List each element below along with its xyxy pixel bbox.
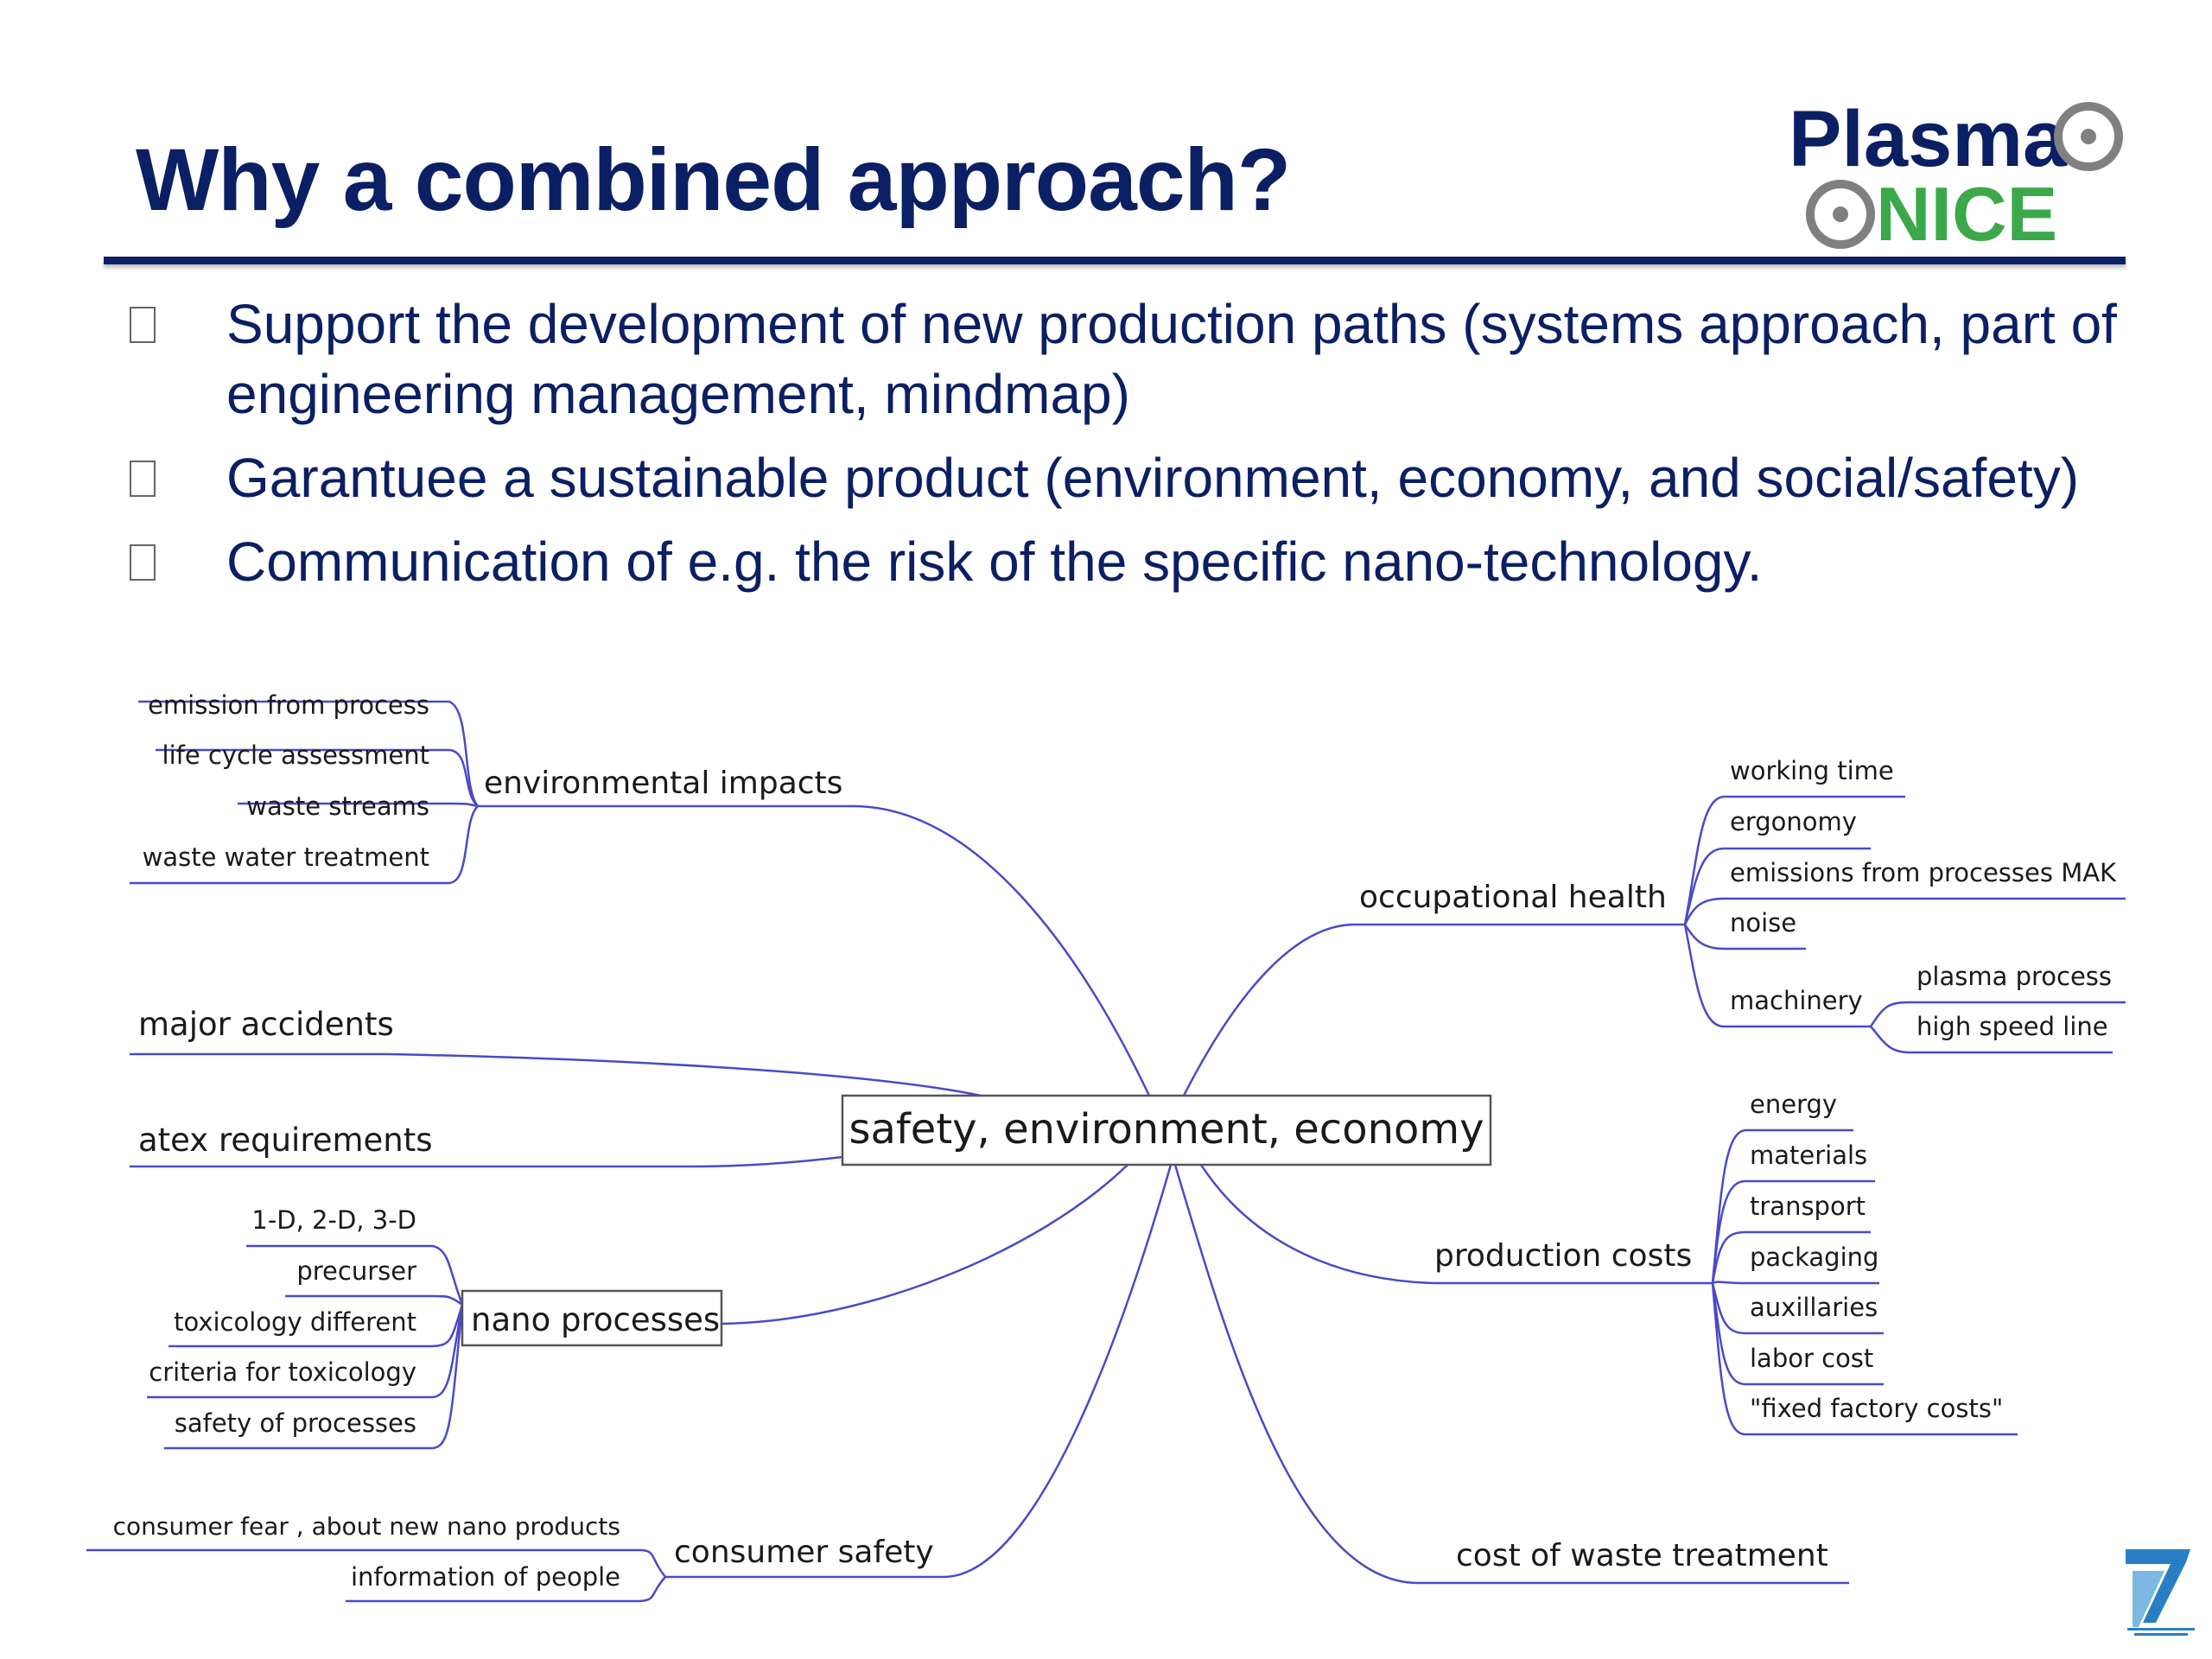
- leaf-label: 1-D, 2-D, 3-D: [251, 1205, 416, 1235]
- leaf-label: toxicology different: [174, 1307, 416, 1337]
- logo-ring-icon: [1806, 180, 1875, 249]
- leaf-label: auxillaries: [1750, 1293, 1878, 1322]
- node-major-accidents: major accidents: [138, 1006, 394, 1043]
- leaf-label: precurser: [296, 1256, 416, 1286]
- leaf-label: labor cost: [1750, 1344, 1873, 1373]
- fp7-logo-icon: [2126, 1549, 2195, 1636]
- leaf-label: emission from process: [148, 690, 429, 720]
- checkbox-square-icon: [130, 544, 156, 581]
- leaf-label: plasma process: [1916, 962, 2112, 991]
- leaf-label: waste water treatment: [143, 842, 429, 872]
- bullet-list: Support the development of new productio…: [130, 289, 2117, 611]
- node-consumer-safety: consumer safety: [674, 1535, 934, 1570]
- leaf-label: waste streams: [246, 791, 429, 821]
- node-nano-processes: nano processes: [461, 1289, 723, 1347]
- logo-line2: NICE: [1876, 171, 2057, 257]
- bullet-item: Communication of e.g. the risk of the sp…: [130, 527, 2117, 597]
- leaf-label: energy: [1750, 1090, 1837, 1119]
- bullet-text: Communication of e.g. the risk of the sp…: [226, 531, 1763, 593]
- leaf-label: ergonomy: [1730, 807, 1857, 836]
- logo-ring-icon: [2054, 102, 2123, 171]
- bullet-text: Garantuee a sustainable product (environ…: [226, 447, 2079, 509]
- bullet-item: Garantuee a sustainable product (environ…: [130, 443, 2117, 513]
- leaf-label: "fixed factory costs": [1750, 1394, 2003, 1423]
- leaf-label: emissions from processes MAK: [1730, 858, 2117, 887]
- leaf-label: materials: [1750, 1141, 1867, 1170]
- node-environmental-impacts: environmental impacts: [484, 766, 842, 801]
- checkbox-square-icon: [130, 307, 156, 343]
- leaf-label: noise: [1730, 908, 1796, 938]
- leaf-label: life cycle assessment: [162, 741, 429, 770]
- leaf-label: transport: [1750, 1192, 1866, 1221]
- node-atex-requirements: atex requirements: [138, 1122, 433, 1159]
- leaf-label: consumer fear , about new nano products: [113, 1512, 620, 1541]
- leaf-label: working time: [1730, 756, 1894, 785]
- leaf-label: machinery: [1730, 986, 1863, 1015]
- mindmap-connectors: [86, 700, 2126, 1603]
- title-divider: [104, 257, 2126, 264]
- leaf-label: criteria for toxicology: [149, 1357, 416, 1387]
- bullet-item: Support the development of new productio…: [130, 289, 2117, 429]
- mindmap-center-node: safety, environment, economy: [841, 1094, 1492, 1166]
- bullet-text: Support the development of new productio…: [226, 293, 2117, 425]
- nano-processes-label: nano processes: [471, 1301, 720, 1338]
- leaf-label: high speed line: [1916, 1012, 2108, 1041]
- center-label: safety, environment, economy: [849, 1105, 1484, 1154]
- node-cost-of-waste-treatment: cost of waste treatment: [1456, 1538, 1828, 1573]
- plasmanice-logo: Plasma NICE: [1789, 95, 2123, 257]
- node-production-costs: production costs: [1434, 1238, 1692, 1274]
- checkbox-square-icon: [130, 461, 156, 497]
- page-title: Why a combined approach?: [136, 130, 1291, 229]
- node-occupational-health: occupational health: [1359, 880, 1667, 915]
- leaf-label: packaging: [1750, 1243, 1878, 1272]
- leaf-label: information of people: [351, 1562, 620, 1592]
- leaf-label: safety of processes: [175, 1408, 416, 1438]
- logo-line1: Plasma: [1789, 95, 2068, 183]
